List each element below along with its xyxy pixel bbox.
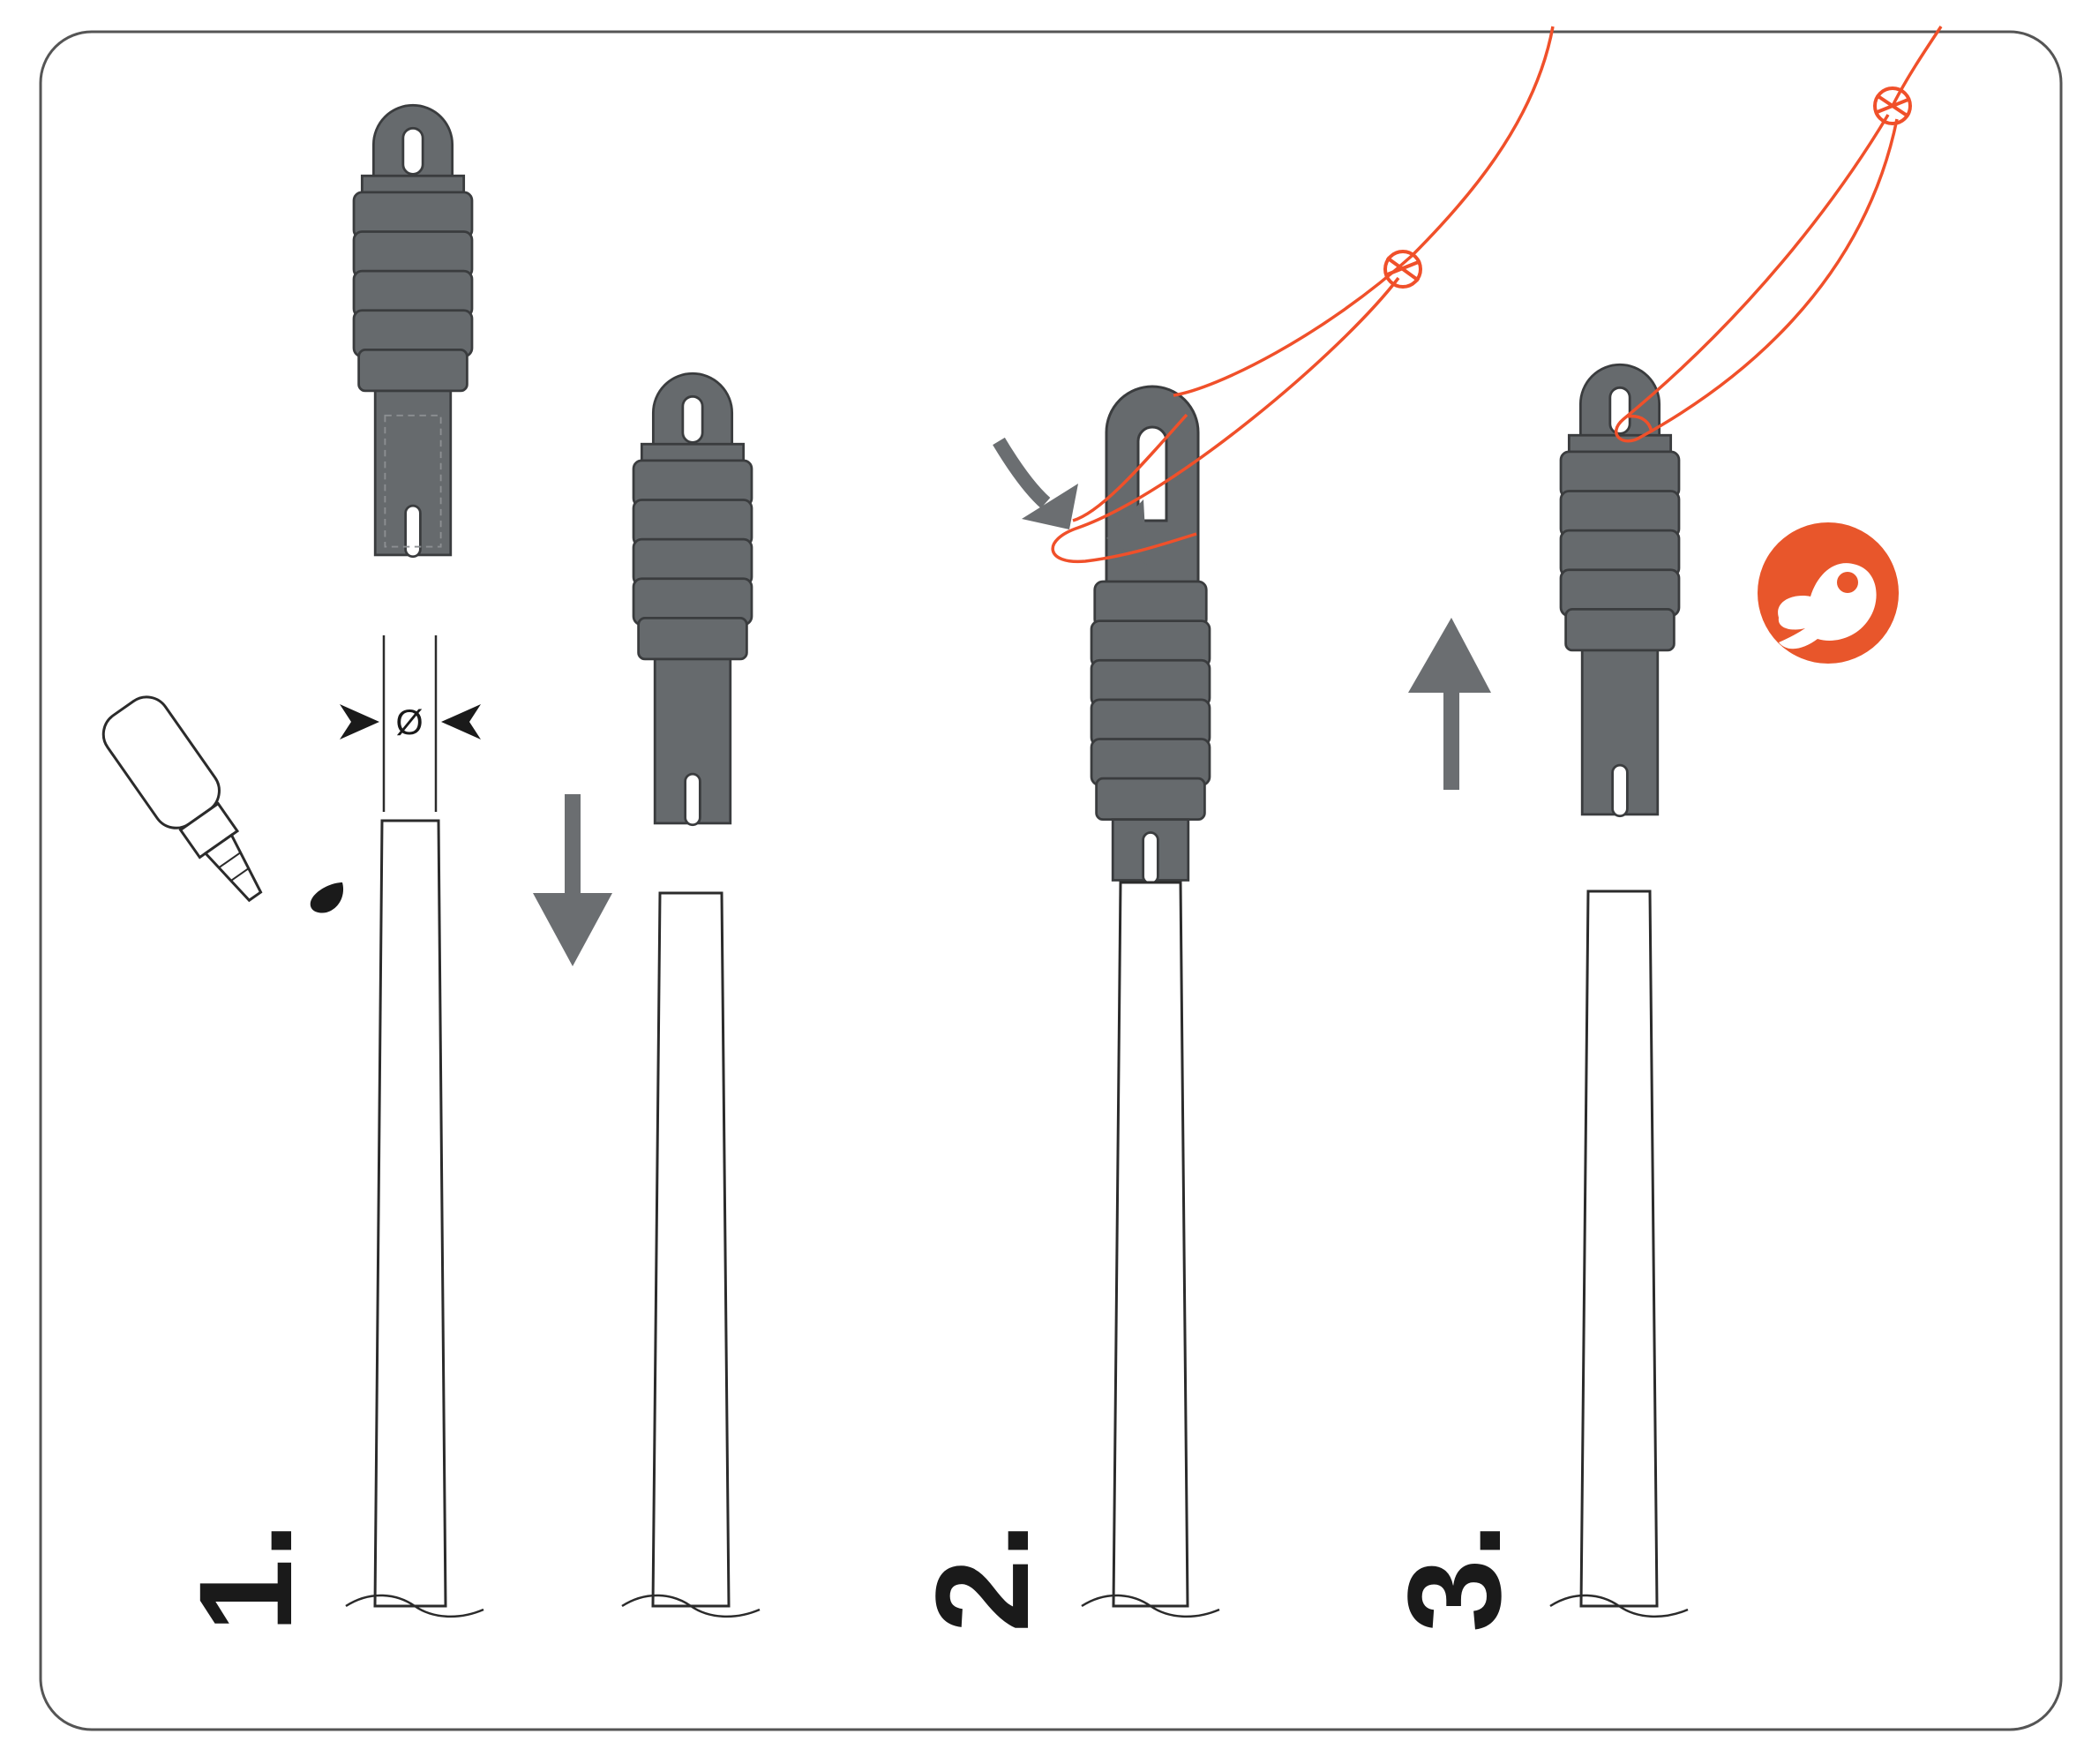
step2-fishing-line (1051, 26, 1555, 564)
step-number-1: 1. (171, 1522, 319, 1633)
panel-border (39, 30, 2063, 1731)
up-arrow-icon (1408, 618, 1491, 790)
step1-tip-separate (352, 103, 474, 559)
step2-rod (1080, 881, 1221, 1618)
step3-rod (1548, 890, 1690, 1618)
diameter-gauge: Ø (340, 635, 481, 812)
diameter-symbol: Ø (395, 703, 423, 742)
step3-tip (1559, 363, 1681, 818)
step2-tip (1090, 385, 1211, 885)
step1-tip-assembled (632, 372, 753, 827)
ok-hand-icon (1758, 522, 1899, 664)
step1-rod-blank (344, 819, 485, 1618)
glue-drop (310, 882, 344, 913)
step-number-2: 2. (908, 1522, 1056, 1633)
step3-fishing-line (1615, 26, 1943, 443)
curved-arrow-icon (993, 437, 1078, 529)
glue-bottle-icon (101, 695, 263, 903)
step-number-3: 3. (1380, 1522, 1528, 1633)
step1-rod-assembled (620, 891, 761, 1618)
down-arrow-icon (533, 794, 612, 966)
